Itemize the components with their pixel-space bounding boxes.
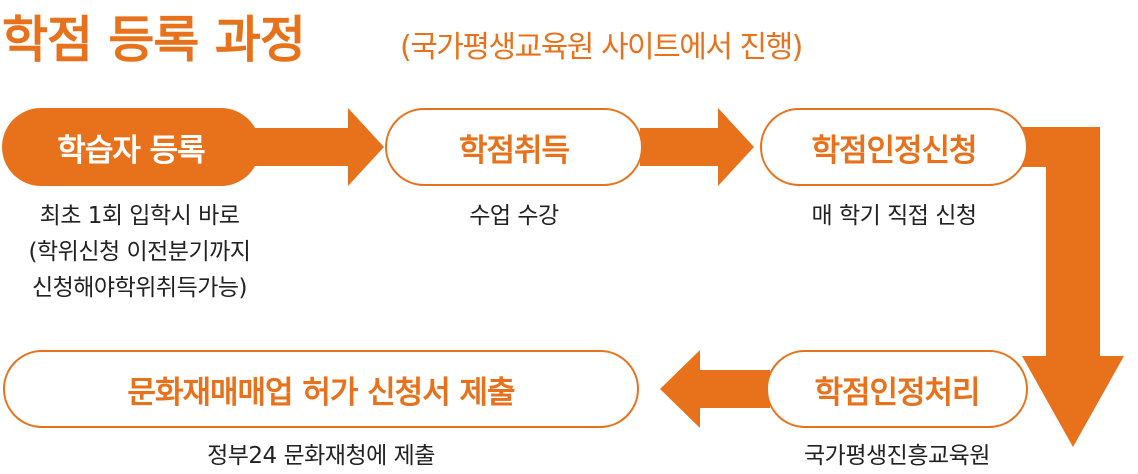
description-line: 국가평생진흥교육원 bbox=[804, 443, 990, 469]
step-label: 학점취득 bbox=[458, 132, 570, 169]
arrow-step4-to-step5 bbox=[660, 350, 770, 428]
description-line: 매 학기 직접 신청 bbox=[811, 203, 977, 229]
step-label: 학습자 등록 bbox=[57, 132, 205, 169]
step-description-credit-acquisition: 수업 수강 bbox=[385, 198, 643, 234]
arrow-step3-to-step4 bbox=[1020, 127, 1124, 447]
step-pill-credit-application: 학점인정신청 bbox=[760, 108, 1028, 186]
arrow-step1-to-step2 bbox=[250, 108, 384, 186]
step-description-credit-processing: 국가평생진흥교육원 bbox=[762, 438, 1032, 474]
step-description-permit-submission: 정부24 문화재청에 제출 bbox=[3, 438, 639, 474]
title-main: 학점 등록 과정 bbox=[2, 11, 306, 69]
step-label: 학점인정신청 bbox=[811, 132, 977, 169]
step-pill-credit-processing: 학점인정처리 bbox=[766, 350, 1028, 428]
step-description-learner-registration: 최초 1회 입학시 바로 (학위신청 이전분기까지 신청해야학위취득가능) bbox=[2, 198, 277, 306]
step-label: 문화재매매업 허가 신청서 제출 bbox=[127, 374, 515, 411]
description-line: 최초 1회 입학시 바로 bbox=[39, 203, 240, 229]
description-line: 정부24 문화재청에 제출 bbox=[207, 443, 435, 469]
step-pill-credit-acquisition: 학점취득 bbox=[385, 108, 643, 186]
step-label: 학점인정처리 bbox=[814, 374, 980, 411]
arrow-step2-to-step3 bbox=[640, 108, 754, 186]
description-line: 수업 수강 bbox=[469, 203, 559, 229]
description-line: 신청해야학위취득가능) bbox=[31, 275, 248, 301]
step-description-credit-application: 매 학기 직접 신청 bbox=[760, 198, 1028, 234]
step-pill-permit-submission: 문화재매매업 허가 신청서 제출 bbox=[3, 350, 639, 428]
title-subtitle: (국가평생교육원 사이트에서 진행) bbox=[400, 30, 803, 65]
description-line: (학위신청 이전분기까지 bbox=[28, 239, 251, 265]
step-pill-learner-registration: 학습자 등록 bbox=[2, 108, 260, 186]
